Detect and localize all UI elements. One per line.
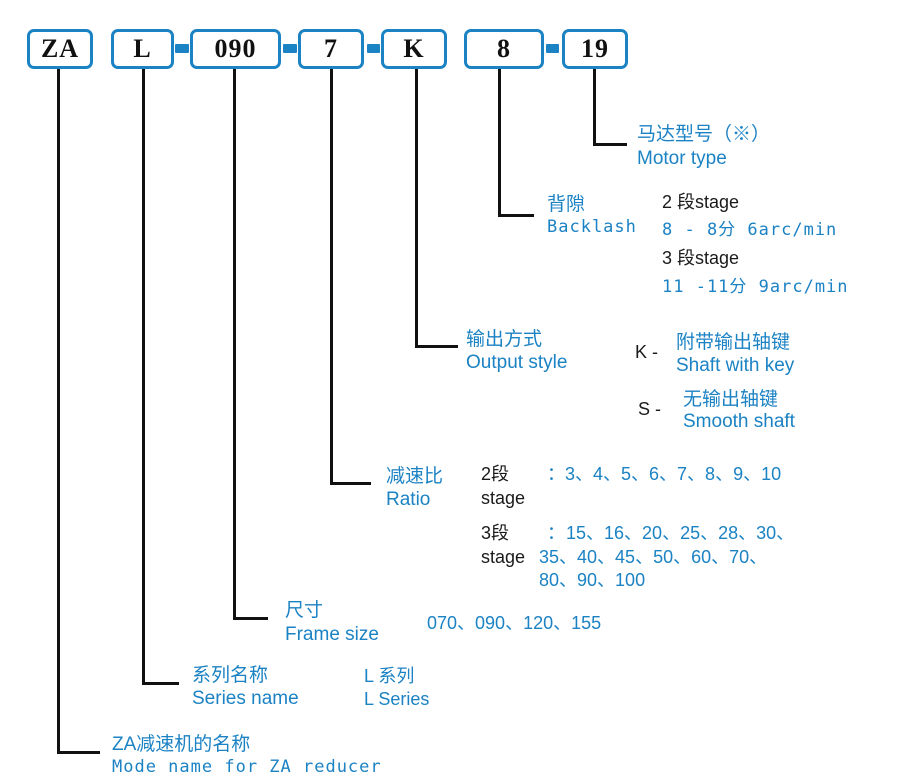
connector-series-h (142, 682, 179, 685)
series-name-cn: 系列名称 (192, 665, 269, 686)
ratio-stage3-en: stage (481, 547, 526, 567)
connector-motor-h (593, 143, 627, 146)
backlash-stage3-value: 11 -11分 9arc/min (662, 277, 849, 297)
code-dash (175, 44, 189, 53)
ratio-stage3-line2: 35、40、45、50、60、70、 (539, 547, 768, 567)
output-s-code: S - (638, 399, 662, 419)
ratio-stage2-values: ：3、4、5、6、7、8、9、10 (547, 464, 782, 484)
ratio-stage2-cn: 2段 (481, 464, 510, 484)
output-s-en: Smooth shaft (683, 411, 795, 432)
ratio-cn: 减速比 (386, 466, 444, 487)
output-k-cn: 附带输出轴键 (676, 332, 791, 353)
motor-type-en: Motor type (637, 148, 727, 169)
code-box-series: L (111, 29, 174, 69)
connector-backlash-h (498, 214, 534, 217)
connector-frame-v (233, 69, 236, 620)
code-box-motor: 19 (562, 29, 628, 69)
output-style-cn: 输出方式 (466, 329, 543, 350)
output-k-code: K - (635, 342, 659, 362)
code-dash (546, 44, 559, 53)
output-style-en: Output style (466, 352, 568, 373)
backlash-stage3-label: 3 段stage (662, 248, 740, 268)
backlash-stage2-value: 8 - 8分 6arc/min (662, 220, 838, 240)
backlash-stage2-label: 2 段stage (662, 192, 740, 212)
code-box-backlash: 8 (464, 29, 544, 69)
series-value-en: L Series (364, 689, 430, 709)
code-dash (367, 44, 380, 53)
connector-model-v (57, 69, 60, 754)
connector-output-h (415, 345, 458, 348)
model-name-cn: ZA减速机的名称 (112, 734, 251, 755)
connector-backlash-v (498, 69, 501, 217)
code-box-ratio: 7 (298, 29, 364, 69)
connector-model-h (57, 751, 100, 754)
ratio-stage3-cn: 3段 (481, 523, 510, 543)
ratio-stage3-line1: 15、16、20、25、28、30、 (566, 523, 795, 543)
code-box-model: ZA (27, 29, 93, 69)
ratio-stage2-en: stage (481, 488, 526, 508)
code-dash (283, 44, 297, 53)
series-name-en: Series name (192, 688, 299, 709)
output-s-cn: 无输出轴键 (683, 389, 779, 410)
code-box-output: K (381, 29, 447, 69)
ratio-stage3-line3: 80、90、100 (539, 570, 646, 590)
connector-series-v (142, 69, 145, 685)
ratio-en: Ratio (386, 489, 431, 510)
connector-ratio-h (330, 482, 371, 485)
frame-size-cn: 尺寸 (285, 600, 324, 621)
code-box-frame: 090 (190, 29, 281, 69)
frame-size-en: Frame size (285, 624, 379, 645)
motor-type-cn: 马达型号（※） (637, 124, 771, 145)
backlash-en: Backlash (547, 217, 637, 237)
connector-motor-v (593, 69, 596, 146)
series-value-cn: L 系列 (364, 666, 415, 686)
connector-frame-h (233, 617, 268, 620)
model-name-en: Mode name for ZA reducer (112, 757, 382, 777)
connector-ratio-v (330, 69, 333, 485)
frame-size-values: 070、090、120、155 (427, 613, 602, 633)
backlash-cn: 背隙 (547, 194, 586, 215)
output-k-en: Shaft with key (676, 355, 795, 376)
ratio-stage3-colon: ： (547, 523, 565, 543)
connector-output-v (415, 69, 418, 348)
